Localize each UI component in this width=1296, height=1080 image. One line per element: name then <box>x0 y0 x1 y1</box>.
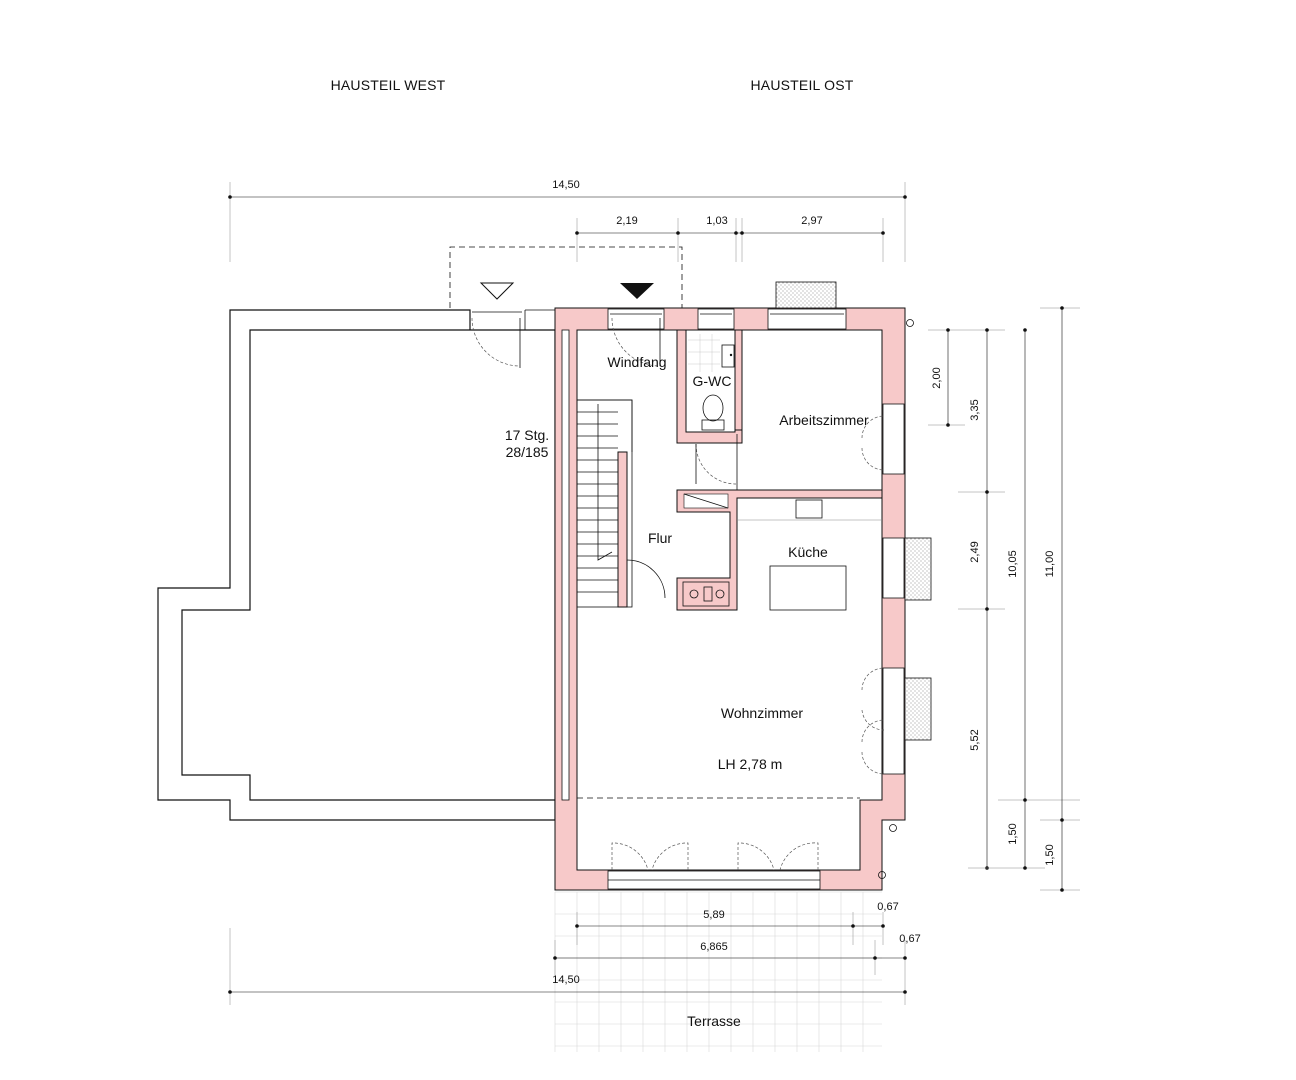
dim-right-2-49: 2,49 <box>969 541 981 562</box>
labels: HAUSTEIL WEST HAUSTEIL OST Windfang G-WC… <box>331 77 1056 1029</box>
fixtures <box>682 334 882 611</box>
east-entrance-arrow-icon <box>620 283 654 299</box>
kitchen-sink-icon <box>795 499 823 519</box>
west-house-walls <box>157 309 556 821</box>
dim-right-1-50-b: 1,50 <box>1044 844 1056 865</box>
dim-right-5-52: 5,52 <box>969 729 981 750</box>
heading-west: HAUSTEIL WEST <box>331 77 446 93</box>
heading-east: HAUSTEIL OST <box>750 77 853 93</box>
stairs-steps: 17 Stg. <box>505 427 549 443</box>
dim-right-1-50-a: 1,50 <box>1007 823 1019 844</box>
dim-top-total: 14,50 <box>552 179 580 191</box>
west-entrance-door <box>471 311 522 368</box>
room-kueche: Küche <box>788 544 828 560</box>
staircase <box>576 399 633 608</box>
stairs-ratio: 28/185 <box>506 444 549 460</box>
dim-top-seg-2: 1,03 <box>706 215 727 227</box>
dim-top-seg-3: 2,97 <box>801 215 822 227</box>
room-gwc: G-WC <box>693 373 732 389</box>
dim-right-2-00: 2,00 <box>931 367 943 388</box>
ceiling-height: LH 2,78 m <box>718 756 783 772</box>
dim-bottom-total: 14,50 <box>552 974 580 986</box>
light-wells <box>775 281 932 879</box>
interior-walls <box>561 329 883 801</box>
room-flur: Flur <box>648 530 672 546</box>
toilet-icon <box>701 419 725 431</box>
stove-icon <box>682 581 730 607</box>
room-arbeitszimmer: Arbeitszimmer <box>779 412 869 428</box>
room-wohnzimmer: Wohnzimmer <box>721 705 804 721</box>
interior-doors <box>577 317 885 871</box>
dim-top-seg-1: 2,19 <box>616 215 637 227</box>
room-terrasse: Terrasse <box>687 1013 741 1029</box>
dim-bottom-0-67-b: 0,67 <box>899 933 920 945</box>
east-house-walls <box>554 307 906 891</box>
dim-right-3-35: 3,35 <box>969 399 981 420</box>
dimension-lines <box>228 182 1080 1005</box>
room-windfang: Windfang <box>607 354 666 370</box>
dim-right-11-00: 11,00 <box>1044 551 1056 578</box>
west-entrance-arrow-icon <box>479 282 515 300</box>
dim-bottom-5-89: 5,89 <box>703 909 724 921</box>
dim-right-10-05: 10,05 <box>1007 550 1019 578</box>
kitchen-island <box>769 565 847 611</box>
terrace-grid <box>554 891 882 1052</box>
dim-bottom-6-865: 6,865 <box>700 941 728 953</box>
wc-sink-icon <box>721 344 735 368</box>
dim-bottom-0-67-a: 0,67 <box>877 901 898 913</box>
entrance-canopy <box>449 246 683 308</box>
